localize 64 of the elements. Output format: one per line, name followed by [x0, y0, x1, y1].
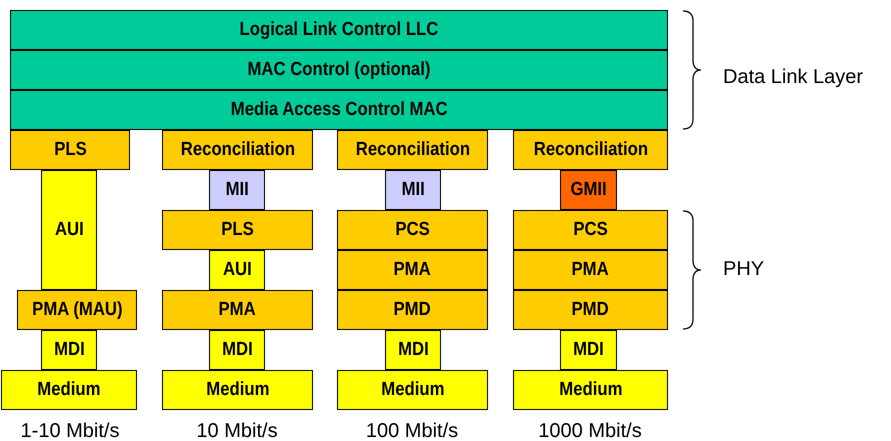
- layer-name: PCS: [395, 219, 430, 241]
- layer-name: Reconciliation: [355, 139, 470, 161]
- layer-name: Medium: [37, 379, 101, 401]
- layer-name: GMII: [570, 179, 607, 201]
- layer-box: [162, 290, 313, 330]
- layer-box: [209, 170, 265, 210]
- layer-name: PMA: [394, 259, 432, 281]
- layer-name: Medium: [380, 379, 444, 401]
- layer-box: [209, 330, 265, 370]
- layer-name: PMD: [572, 299, 610, 321]
- layer-name: MDI: [222, 339, 252, 361]
- speed-label: 1000 Mbit/s: [538, 420, 642, 441]
- layer-box: [560, 330, 617, 370]
- speed-label: 100 Mbit/s: [366, 420, 458, 441]
- layer-box: [162, 210, 313, 250]
- layer-name: Medium: [206, 379, 270, 401]
- layer-box: [10, 10, 668, 50]
- layer-name: MDI: [573, 339, 604, 361]
- layer-box: [385, 170, 441, 210]
- layer-box: [513, 290, 668, 330]
- layer-name: AUI: [54, 219, 84, 241]
- layer-name: Medium: [558, 379, 622, 401]
- layer-name: Logical Link Control LLC: [240, 19, 438, 41]
- layer-name: PLS: [54, 139, 86, 161]
- layer-name: MII: [225, 179, 249, 201]
- layer-name: Media Access Control MAC: [230, 99, 448, 121]
- layer-name: AUI: [222, 259, 252, 281]
- layer-box: [513, 250, 668, 290]
- layer-box: [41, 330, 97, 370]
- layer-name: PLS: [221, 219, 254, 241]
- layer-name: MDI: [398, 339, 428, 361]
- layer-group-label: PHY: [723, 258, 764, 281]
- layer-box: [337, 250, 488, 290]
- layer-box: [1, 370, 137, 410]
- layer-box: [513, 370, 668, 410]
- layer-name: MDI: [54, 339, 84, 361]
- layer-box: [513, 210, 668, 250]
- layer-box: [10, 90, 668, 130]
- layer-box: [337, 290, 488, 330]
- layer-group-label: Data Link Layer: [723, 66, 864, 89]
- layer-box: [209, 250, 265, 290]
- speed-label: 10 Mbit/s: [196, 420, 278, 441]
- layer-name: PMA (MAU): [32, 299, 122, 321]
- layer-name: PCS: [573, 219, 608, 241]
- layer-box: [162, 130, 313, 170]
- layer-box: [385, 330, 441, 370]
- layer-name: Reconciliation: [180, 139, 295, 161]
- layer-box: [17, 290, 137, 330]
- layer-box: [337, 210, 488, 250]
- layer-box: [10, 50, 668, 90]
- layer-name: PMA: [218, 299, 256, 321]
- layer-box: [162, 370, 313, 410]
- layer-box: [560, 170, 617, 210]
- layer-box: [337, 130, 488, 170]
- layer-name: MII: [401, 179, 425, 201]
- layer-box: [337, 370, 488, 410]
- layer-box: [513, 130, 668, 170]
- layer-name: MAC Control (optional): [248, 59, 430, 81]
- layer-box: [41, 170, 97, 290]
- layer-name: PMD: [394, 299, 432, 321]
- layer-name: PMA: [572, 259, 610, 281]
- speed-label: 1-10 Mbit/s: [20, 420, 120, 441]
- layer-name: Reconciliation: [533, 139, 648, 161]
- layer-box: [10, 130, 130, 170]
